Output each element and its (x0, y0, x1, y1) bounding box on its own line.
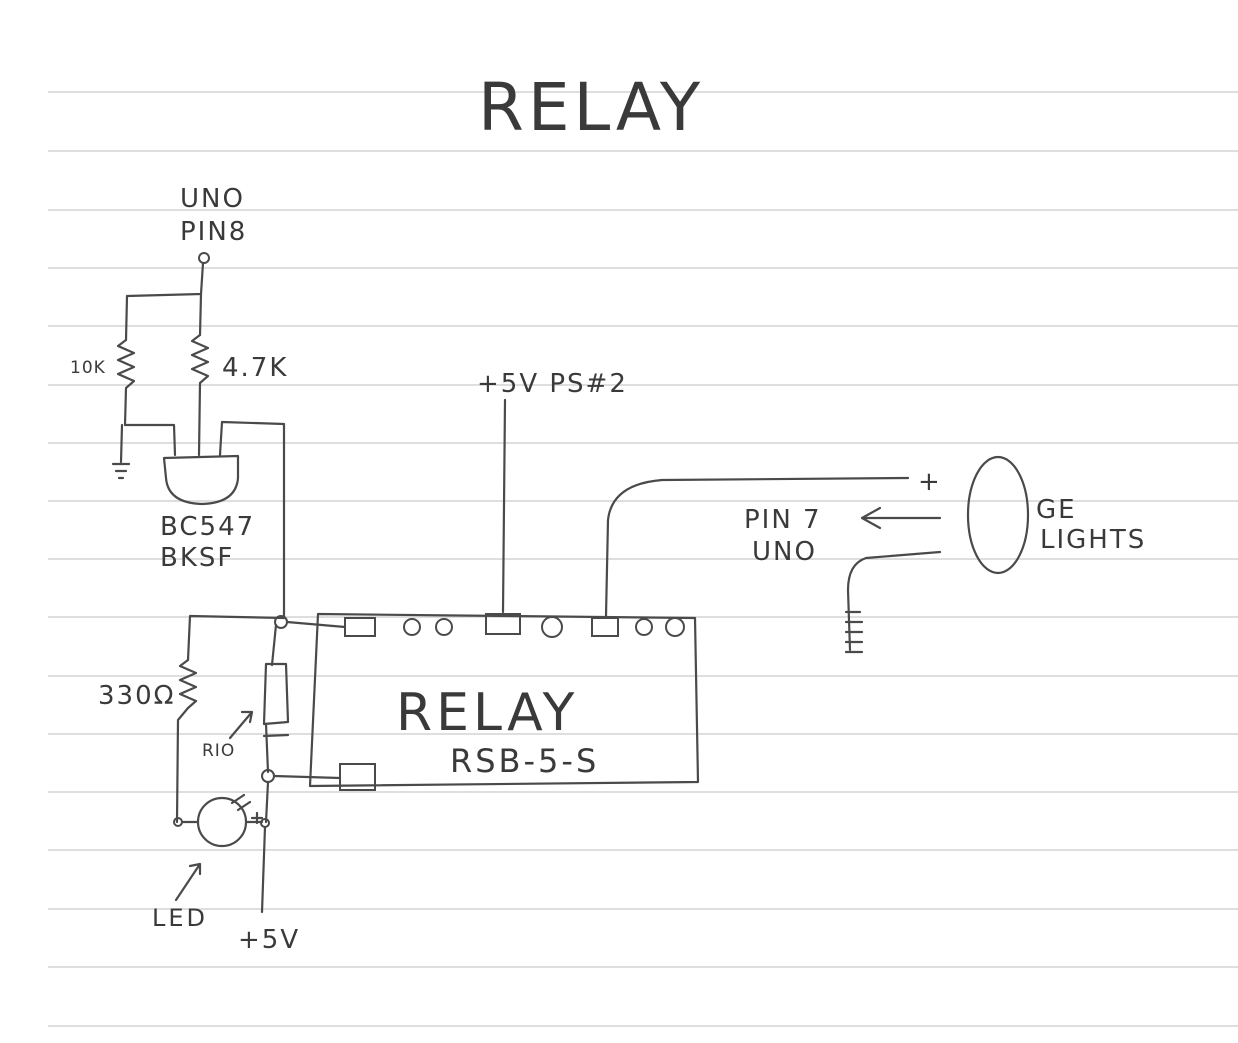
relay-pin-7 (635, 618, 653, 636)
input-label-line1: UNO (180, 184, 245, 214)
led-arrow (174, 862, 202, 902)
diode-label: RIO (202, 741, 235, 761)
input-label-line2: PIN8 (180, 217, 247, 247)
supply-top-wire (501, 398, 507, 614)
resistor-330 (175, 658, 198, 824)
ruled-lines (48, 91, 1238, 1027)
supply-top-label: +5V PS#2 (477, 369, 628, 399)
output-pin-line2: UNO (752, 537, 817, 567)
input-terminal (198, 252, 210, 264)
output-pin-line1: PIN 7 (744, 505, 822, 535)
relay-pin-8 (665, 617, 685, 637)
resistor-10k (116, 338, 136, 427)
relay-pin-3 (435, 618, 453, 636)
transistor-label-line1: BC547 (160, 512, 255, 542)
relay-part-number: RSB-5-S (450, 742, 599, 780)
ge-lights-lamp (966, 455, 1030, 575)
output-plus: + (918, 467, 942, 497)
lights-label-line2: LIGHTS (1040, 525, 1146, 555)
led-label: LED (152, 904, 208, 932)
supply-bottom-label: +5V (238, 925, 300, 955)
output-network (604, 455, 1030, 654)
relay-pins (339, 613, 685, 791)
resistor-10k-label: 10K (70, 358, 106, 378)
page-title: RELAY (478, 69, 704, 146)
resistor-4k7 (190, 333, 210, 457)
resistor-330-label: 330Ω (98, 681, 176, 711)
diode-arrow (228, 710, 254, 740)
ground-symbol-left (111, 423, 131, 480)
led-symbol (196, 796, 248, 848)
lights-label-line1: GE (1036, 495, 1077, 525)
relay-pin-1 (344, 617, 376, 637)
transistor-bc547 (162, 454, 240, 506)
base-network (111, 261, 286, 620)
relay-pin-6 (591, 617, 619, 637)
relay-module-box (308, 612, 700, 788)
relay-pin-4 (485, 613, 521, 635)
resistor-4k7-label: 4.7K (222, 353, 288, 383)
relay-name: RELAY (396, 683, 578, 743)
coil-network (173, 614, 347, 914)
relay-pin-2 (403, 618, 421, 636)
transistor-label-line2: BKSF (160, 543, 234, 573)
relay-pin-5 (541, 616, 563, 638)
ground-symbol-right (844, 610, 864, 654)
diode-rio (262, 662, 290, 726)
